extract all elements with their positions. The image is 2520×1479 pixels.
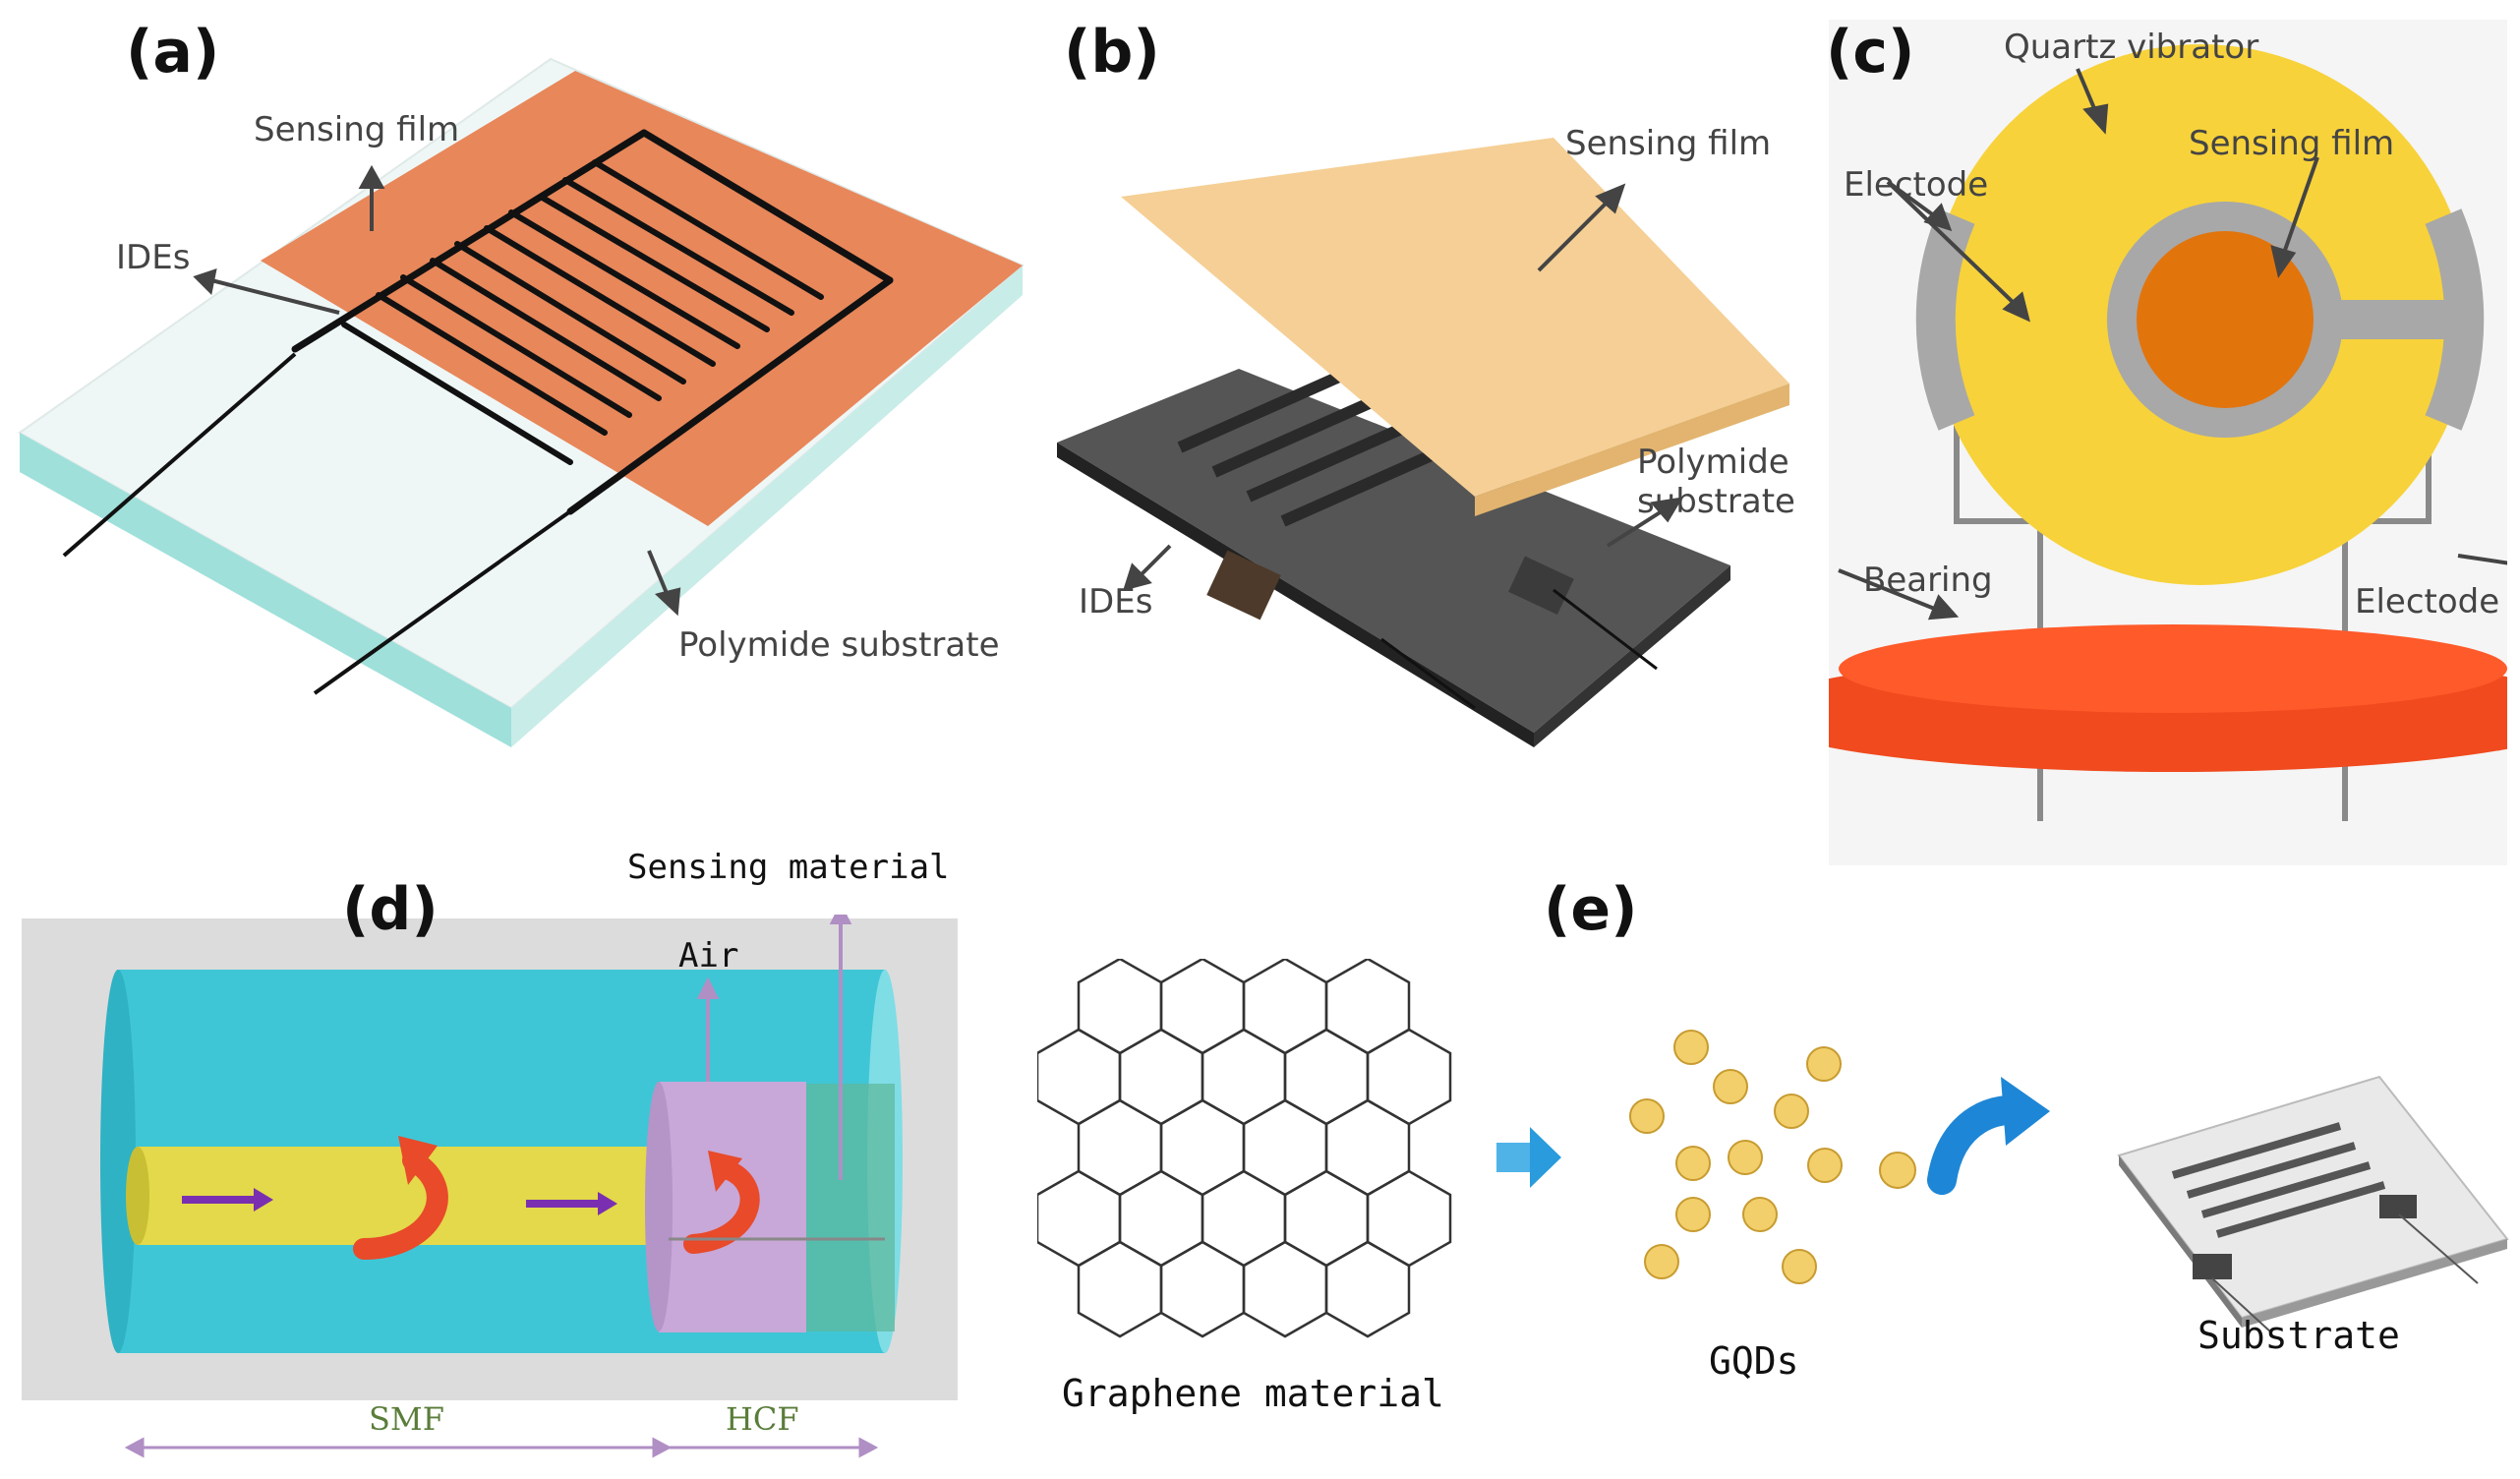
- graphene-lattice: [1037, 959, 1452, 1338]
- substrate-device: [2117, 1075, 2509, 1333]
- bearing-label: Bearing: [1863, 561, 1993, 600]
- panel-d-label: (d): [342, 875, 439, 944]
- substrate-label: Polymide substrate: [678, 625, 1000, 665]
- air-label: Air: [678, 936, 739, 976]
- sensing-film-label: Sensing film: [1565, 124, 1772, 163]
- electrode-right-label: Electode: [2355, 582, 2500, 621]
- ides-label: IDEs: [116, 238, 191, 277]
- graphene-label: Graphene material: [1062, 1372, 1444, 1415]
- panel-c-illustration: [1829, 20, 2507, 865]
- electrode-left-label: Electode: [1844, 165, 1989, 205]
- panel-c-label: (c): [1826, 18, 1915, 87]
- substrate-label-line2: substrate: [1637, 482, 1795, 521]
- panel-b-illustration: [1057, 138, 1789, 747]
- panel-e-label: (e): [1544, 875, 1638, 944]
- blue-arrow-icon: [1496, 1127, 1561, 1188]
- curved-arrow-icon: [1879, 1077, 2050, 1195]
- sensing-film-label: Sensing film: [254, 110, 460, 149]
- panel-d-illustration: [22, 915, 958, 1458]
- substrate-label: Substrate: [2198, 1314, 2400, 1357]
- ides-label: IDEs: [1079, 582, 1153, 621]
- gqd-dots: [1629, 1030, 1843, 1284]
- substrate-label-line1: Polymide: [1637, 443, 1789, 482]
- panel-b-label: (b): [1064, 18, 1160, 87]
- panel-a-label: (a): [126, 18, 220, 87]
- sensing-film-label: Sensing film: [2189, 124, 2395, 163]
- sensing-material-label: Sensing material: [627, 848, 950, 887]
- gqds-label: GQDs: [1709, 1339, 1799, 1383]
- panel-a-illustration: [18, 57, 1025, 747]
- smf-label: SMF: [369, 1400, 444, 1438]
- hcf-label: HCF: [726, 1400, 799, 1438]
- quartz-vibrator-label: Quartz vibrator: [2004, 28, 2259, 67]
